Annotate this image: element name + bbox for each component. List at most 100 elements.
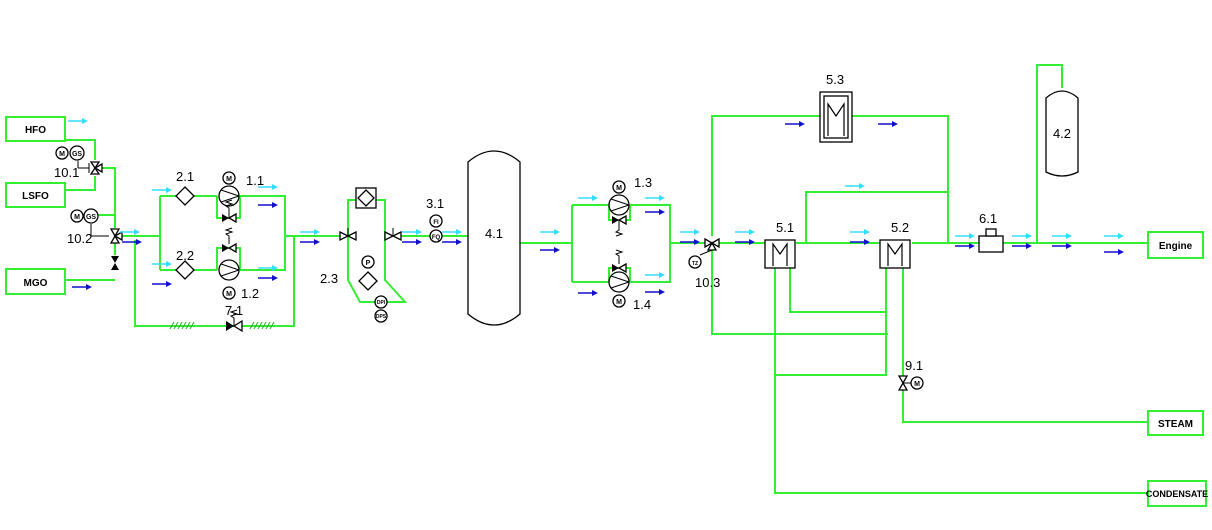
label-4-2: 4.2 <box>1053 126 1071 141</box>
flow-arrow-icon <box>82 118 88 124</box>
terminal-steam: STEAM <box>1147 410 1204 436</box>
motor-1-4: M <box>612 294 626 308</box>
flow-quantity-3-1: FQ <box>429 229 443 243</box>
heat-tracing-right <box>249 321 275 330</box>
flow-arrow-icon <box>554 229 560 235</box>
flow-arrow-icon <box>969 233 975 239</box>
label-2-1: 2.1 <box>176 169 194 184</box>
dp-indicator: DPI <box>374 295 388 309</box>
label-9-1: 9.1 <box>905 358 923 373</box>
label-1-2: 1.2 <box>241 286 259 301</box>
svg-text:M: M <box>226 176 232 183</box>
svg-text:DPS: DPS <box>376 314 387 320</box>
flow-arrows <box>68 118 1124 296</box>
flow-arrow-icon <box>659 195 665 201</box>
flow-arrow-icon <box>749 239 755 245</box>
terminal-engine-label: Engine <box>1159 241 1193 252</box>
flow-arrow-icon <box>592 290 598 296</box>
relief-valve-1-2 <box>222 227 237 254</box>
terminal-condensate: CONDENSATE <box>1146 480 1208 507</box>
svg-text:DPI: DPI <box>377 300 386 306</box>
svg-text:FQ: FQ <box>432 235 441 241</box>
valve-7-1 <box>226 309 243 333</box>
flow-arrow-icon <box>749 229 755 235</box>
flow-arrow-icon <box>1026 233 1032 239</box>
terminal-hfo: HFO <box>5 116 66 142</box>
flow-arrow-icon <box>864 239 870 245</box>
motor-1-3: M <box>612 180 626 194</box>
flow-arrow-icon <box>554 247 560 253</box>
label-1-3: 1.3 <box>634 175 652 190</box>
filter-2-2 <box>175 260 195 280</box>
flow-arrow-icon <box>86 284 92 290</box>
flow-arrow-icon <box>416 229 422 235</box>
label-4-1: 4.1 <box>485 226 503 241</box>
flow-arrow-icon <box>272 202 278 208</box>
flow-arrow-icon <box>659 272 665 278</box>
automatic-filter-2-3 <box>355 187 378 291</box>
flow-arrow-icon <box>1066 233 1072 239</box>
temperature-sensor-10-3: TZ <box>688 255 702 269</box>
flow-arrow-icon <box>272 184 278 190</box>
terminal-lsfo-label: LSFO <box>22 191 49 202</box>
label-10-1: 10.1 <box>54 165 79 180</box>
valve-filter-outlet <box>384 228 402 242</box>
flow-arrow-icon <box>314 229 320 235</box>
label-3-1: 3.1 <box>426 196 444 211</box>
terminal-steam-label: STEAM <box>1158 419 1193 430</box>
label-10-2: 10.2 <box>67 231 92 246</box>
flow-arrow-icon <box>136 239 142 245</box>
heater-5-3 <box>819 91 853 143</box>
svg-text:TZ: TZ <box>692 261 698 267</box>
flow-arrow-icon <box>799 121 805 127</box>
svg-text:GS: GS <box>72 151 82 158</box>
motor-1-2: M <box>222 286 236 300</box>
pump-1-2 <box>218 259 240 281</box>
relief-valve-1-4 <box>612 249 627 274</box>
relief-valve-1-1 <box>222 199 237 224</box>
label-7-1: 7.1 <box>225 303 243 318</box>
steam-valve-9-1 <box>897 375 911 391</box>
terminal-condensate-label: CONDENSATE <box>1146 489 1208 499</box>
flow-arrow-icon <box>892 121 898 127</box>
filter-2-1 <box>175 186 195 206</box>
label-5-1: 5.1 <box>776 220 794 235</box>
label-1-4: 1.4 <box>633 297 651 312</box>
dp-switch: DPS <box>374 309 388 323</box>
flow-arrow-icon <box>694 229 700 235</box>
flow-arrow-icon <box>659 289 665 295</box>
pump-1-1 <box>218 185 240 207</box>
flow-arrow-icon <box>859 183 865 189</box>
flow-arrow-icon <box>592 195 598 201</box>
flow-arrow-icon <box>1066 243 1072 249</box>
flow-indicator-3-1: FI <box>429 214 443 228</box>
label-5-3: 5.3 <box>826 72 844 87</box>
flow-arrow-icon <box>166 261 172 267</box>
gas-sensor-10-1: GS <box>69 145 85 161</box>
svg-text:M: M <box>74 214 80 221</box>
motor-actuator-10-2: M <box>70 209 84 223</box>
flow-arrow-icon <box>314 239 320 245</box>
pump-1-3 <box>608 194 630 216</box>
flow-arrow-icon <box>456 239 462 245</box>
flow-arrow-icon <box>864 229 870 235</box>
flow-arrow-icon <box>272 265 278 271</box>
terminal-lsfo: LSFO <box>5 182 66 208</box>
flow-arrow-icon <box>694 239 700 245</box>
flow-arrow-icon <box>659 209 665 215</box>
svg-text:M: M <box>914 381 920 388</box>
svg-text:FI: FI <box>433 220 439 226</box>
label-2-3: 2.3 <box>320 271 338 286</box>
terminal-mgo: MGO <box>5 268 66 295</box>
flow-arrow-icon <box>272 275 278 281</box>
pressure-indicator: P <box>361 255 375 269</box>
label-1-1: 1.1 <box>246 173 264 188</box>
three-way-valve-10-1 <box>77 161 103 175</box>
label-2-2: 2.2 <box>176 248 194 263</box>
motor-actuator-10-1: M <box>55 146 69 160</box>
terminal-mgo-label: MGO <box>24 278 48 289</box>
label-5-2: 5.2 <box>891 220 909 235</box>
three-way-valve-10-2 <box>90 224 123 244</box>
heater-5-2 <box>879 239 911 269</box>
